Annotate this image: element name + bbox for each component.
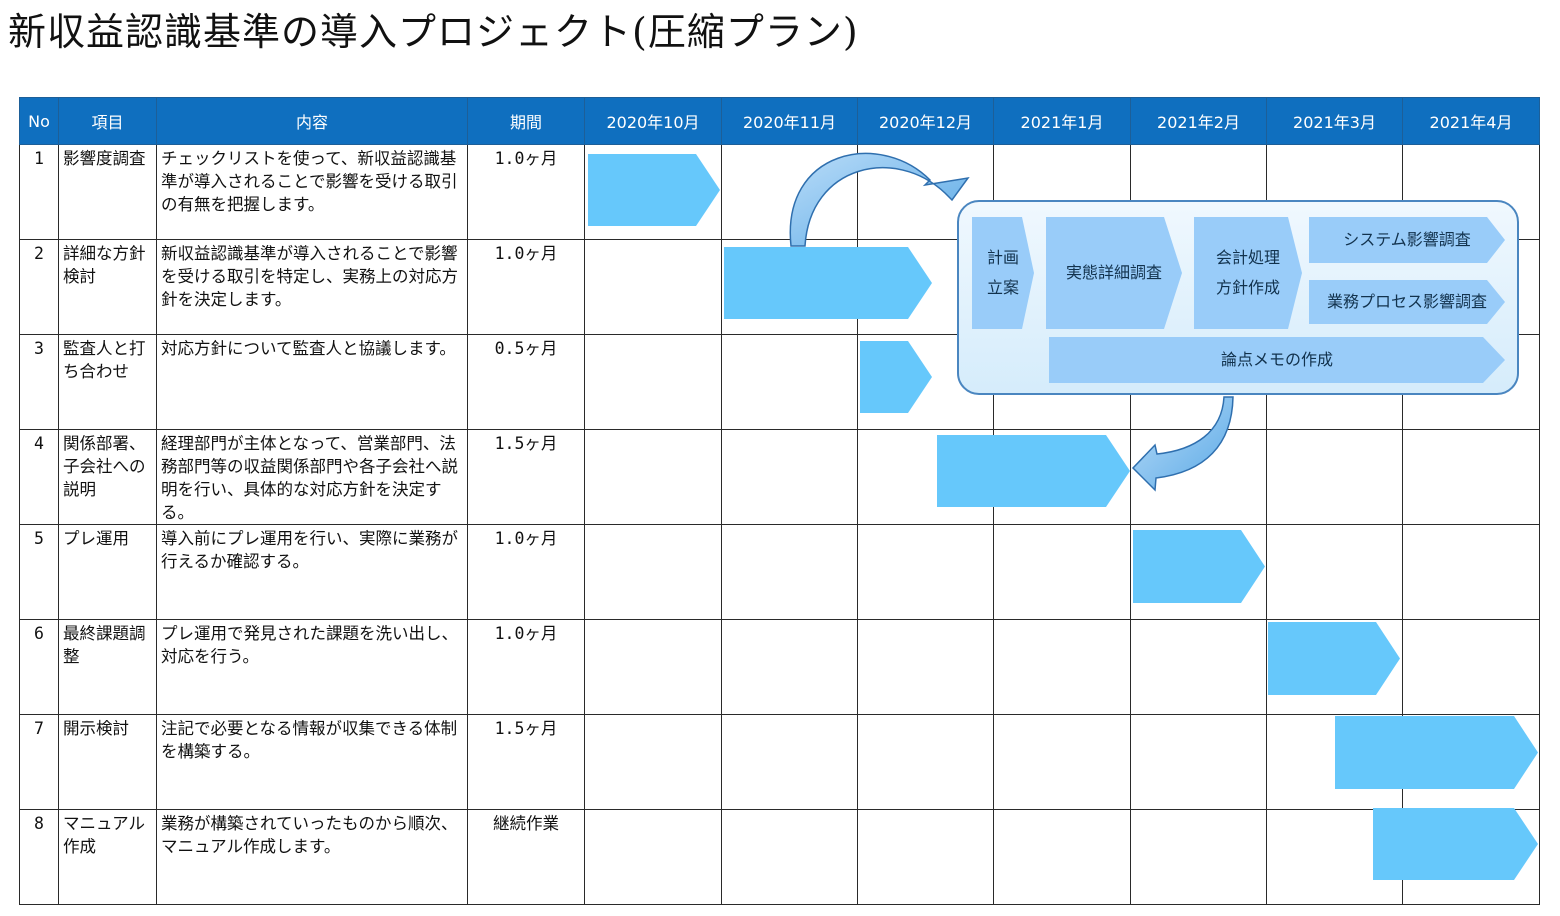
month-cell xyxy=(721,619,858,715)
header-item: 項目 xyxy=(58,97,157,145)
row-period: 継続作業 xyxy=(467,809,585,905)
header-no: No xyxy=(19,97,59,145)
row-content: 対応方針について監査人と協議します。 xyxy=(156,334,468,430)
step-plan-label-1: 計画 xyxy=(986,248,1019,267)
row-content: 業務が構築されていったものから順次、マニュアル作成します。 xyxy=(156,809,468,905)
row-content: 注記で必要となる情報が収集できる体制を構築する。 xyxy=(156,714,468,810)
gantt-bar-8 xyxy=(1373,808,1538,880)
month-cell xyxy=(721,429,858,525)
row-item: 監査人と打ち合わせ xyxy=(58,334,157,430)
row-content: チェックリストを使って、新収益認識基準が導入されることで影響を受ける取引の有無を… xyxy=(156,144,468,240)
month-cell xyxy=(993,619,1131,715)
page-title: 新収益認識基準の導入プロジェクト(圧縮プラン) xyxy=(8,10,859,54)
row-period: 1.0ヶ月 xyxy=(467,619,585,715)
header-month: 2020年10月 xyxy=(584,97,722,145)
row-period: 1.0ヶ月 xyxy=(467,239,585,335)
month-cell xyxy=(993,714,1131,810)
row-no: 2 xyxy=(19,239,59,335)
row-no: 8 xyxy=(19,809,59,905)
month-cell xyxy=(857,524,994,620)
row-item: 詳細な方針検討 xyxy=(58,239,157,335)
curved-arrow-icon xyxy=(1131,396,1234,492)
gantt-bar-2 xyxy=(724,247,932,319)
step-process: 業務プロセス影響調査 xyxy=(1309,280,1505,324)
header-month: 2020年12月 xyxy=(857,97,994,145)
month-cell xyxy=(1402,429,1540,525)
gantt-bar-6 xyxy=(1268,622,1400,695)
row-period: 1.0ヶ月 xyxy=(467,524,585,620)
row-no: 1 xyxy=(19,144,59,240)
header-content: 内容 xyxy=(156,97,468,145)
row-item: マニュアル作成 xyxy=(58,809,157,905)
month-cell xyxy=(993,524,1131,620)
month-cell xyxy=(584,714,722,810)
month-cell xyxy=(721,714,858,810)
row-content: プレ運用で発見された課題を洗い出し、対応を行う。 xyxy=(156,619,468,715)
step-process-label: 業務プロセス影響調査 xyxy=(1326,292,1487,311)
step-memo: 論点メモの作成 xyxy=(1049,337,1505,383)
row-period: 1.5ヶ月 xyxy=(467,429,585,525)
month-cell xyxy=(1130,714,1267,810)
gantt-bar-5 xyxy=(1133,530,1265,603)
month-cell xyxy=(1266,429,1403,525)
row-content: 経理部門が主体となって、営業部門、法務部門等の収益関係部門や各子会社へ説明を行い… xyxy=(156,429,468,525)
header-month: 2020年11月 xyxy=(721,97,858,145)
row-no: 4 xyxy=(19,429,59,525)
month-cell xyxy=(1402,619,1540,715)
header-period: 期間 xyxy=(467,97,585,145)
step-policy-label-2: 方針作成 xyxy=(1215,278,1280,297)
detail-callout: 計画 立案 実態詳細調査 会計処理 方針作成 システム影響調査 業務プロセス影響… xyxy=(957,200,1519,395)
row-no: 6 xyxy=(19,619,59,715)
month-cell xyxy=(993,809,1131,905)
header-month: 2021年4月 xyxy=(1402,97,1540,145)
curved-arrow-icon xyxy=(789,152,970,247)
month-cell xyxy=(584,524,722,620)
row-period: 0.5ヶ月 xyxy=(467,334,585,430)
row-period: 1.5ヶ月 xyxy=(467,714,585,810)
step-system-label: システム影響調査 xyxy=(1343,230,1471,249)
step-plan-label-2: 立案 xyxy=(986,278,1019,297)
step-survey-label: 実態詳細調査 xyxy=(1065,263,1162,282)
row-period: 1.0ヶ月 xyxy=(467,144,585,240)
row-no: 5 xyxy=(19,524,59,620)
step-policy: 会計処理 方針作成 xyxy=(1194,217,1302,329)
row-item: 最終課題調整 xyxy=(58,619,157,715)
month-cell xyxy=(857,714,994,810)
gantt-bar-1 xyxy=(588,154,720,226)
row-item: 影響度調査 xyxy=(58,144,157,240)
month-cell xyxy=(584,334,722,430)
month-cell xyxy=(1130,809,1267,905)
step-survey: 実態詳細調査 xyxy=(1046,217,1182,329)
row-item: 関係部署、子会社への説明 xyxy=(58,429,157,525)
month-cell xyxy=(584,809,722,905)
row-item: 開示検討 xyxy=(58,714,157,810)
step-policy-label-1: 会計処理 xyxy=(1215,248,1280,267)
header-month: 2021年2月 xyxy=(1130,97,1267,145)
step-system: システム影響調査 xyxy=(1309,217,1505,263)
month-cell xyxy=(584,429,722,525)
header-row: No 項目 内容 期間 2020年10月 2020年11月 2020年12月 2… xyxy=(19,97,1540,145)
month-cell xyxy=(721,809,858,905)
row-content: 導入前にプレ運用を行い、実際に業務が行えるか確認する。 xyxy=(156,524,468,620)
gantt-bar-7 xyxy=(1335,716,1538,789)
gantt-bar-4 xyxy=(937,435,1130,507)
row-content: 新収益認識基準が導入されることで影響を受ける取引を特定し、実務上の対応方針を決定… xyxy=(156,239,468,335)
header-month: 2021年1月 xyxy=(993,97,1131,145)
month-cell xyxy=(1266,524,1403,620)
header-month: 2021年3月 xyxy=(1266,97,1403,145)
step-memo-label: 論点メモの作成 xyxy=(1220,350,1333,369)
step-plan: 計画 立案 xyxy=(972,217,1034,329)
